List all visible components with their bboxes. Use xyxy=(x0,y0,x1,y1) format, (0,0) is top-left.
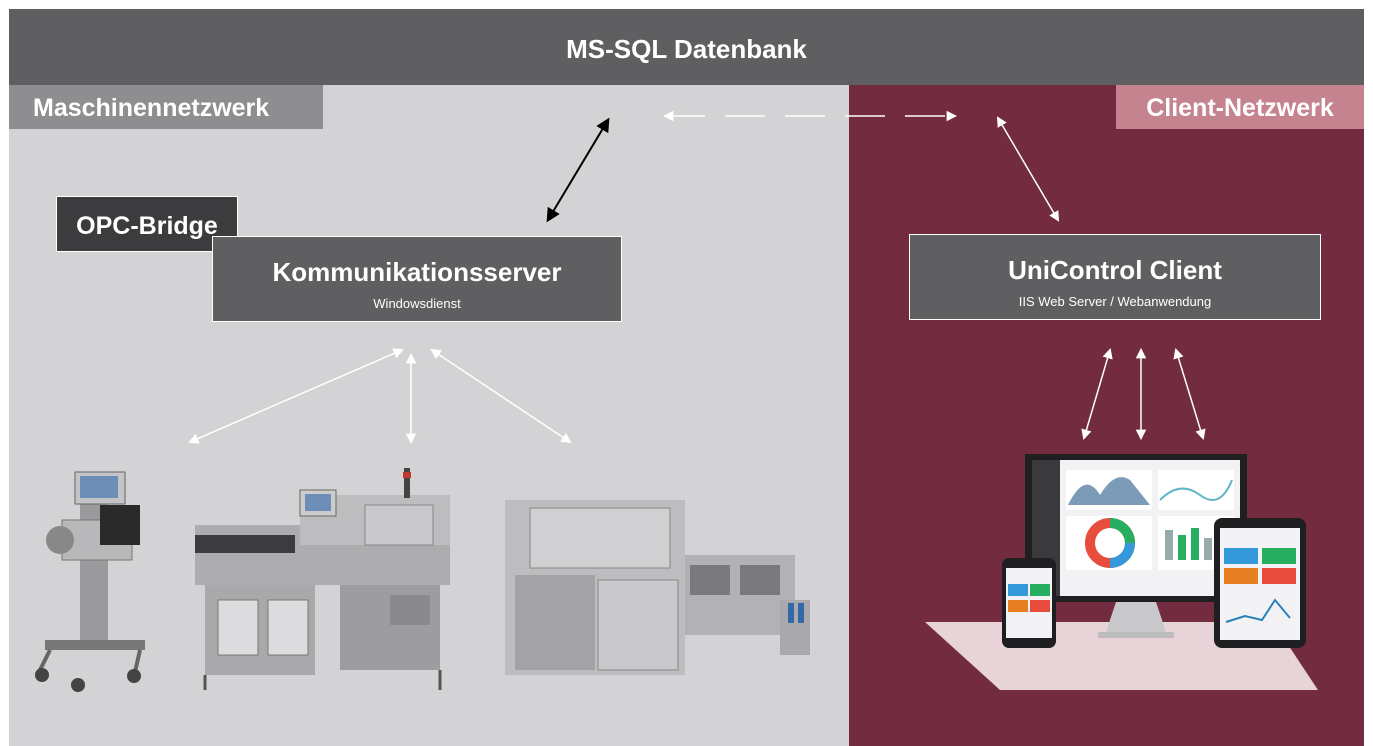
machine-network-label: Maschinennetzwerk xyxy=(9,85,323,129)
kommunikationsserver-subtitle: Windowsdienst xyxy=(373,296,461,311)
arrow-server-machine-3 xyxy=(430,348,572,444)
arrow-db-to-client xyxy=(996,116,1060,222)
kommunikationsserver-title: Kommunikationsserver xyxy=(272,257,562,287)
unicontrol-client-box: UniControl Client IIS Web Server / Weban… xyxy=(909,234,1321,320)
arrow-client-device-1 xyxy=(1081,347,1113,441)
kommunikationsserver-box: Kommunikationsserver Windowsdienst xyxy=(212,236,622,322)
client-network-label: Client-Netzwerk xyxy=(1116,85,1364,129)
unicontrol-client-subtitle: IIS Web Server / Webanwendung xyxy=(1018,294,1212,309)
database-header-bar: MS-SQL Datenbank xyxy=(9,9,1364,85)
opc-bridge-box: OPC-Bridge xyxy=(56,196,238,252)
database-title: MS-SQL Datenbank xyxy=(566,34,807,64)
packaging-line-machine xyxy=(505,500,810,675)
arrow-db-to-server xyxy=(546,117,610,223)
unicontrol-client-title: UniControl Client xyxy=(1008,255,1222,285)
arrow-client-device-3 xyxy=(1173,347,1206,441)
checkweigher-machine xyxy=(35,471,145,692)
arrow-server-machine-1 xyxy=(188,348,404,444)
inspection-line-machine xyxy=(195,468,450,690)
client-devices xyxy=(925,454,1318,690)
